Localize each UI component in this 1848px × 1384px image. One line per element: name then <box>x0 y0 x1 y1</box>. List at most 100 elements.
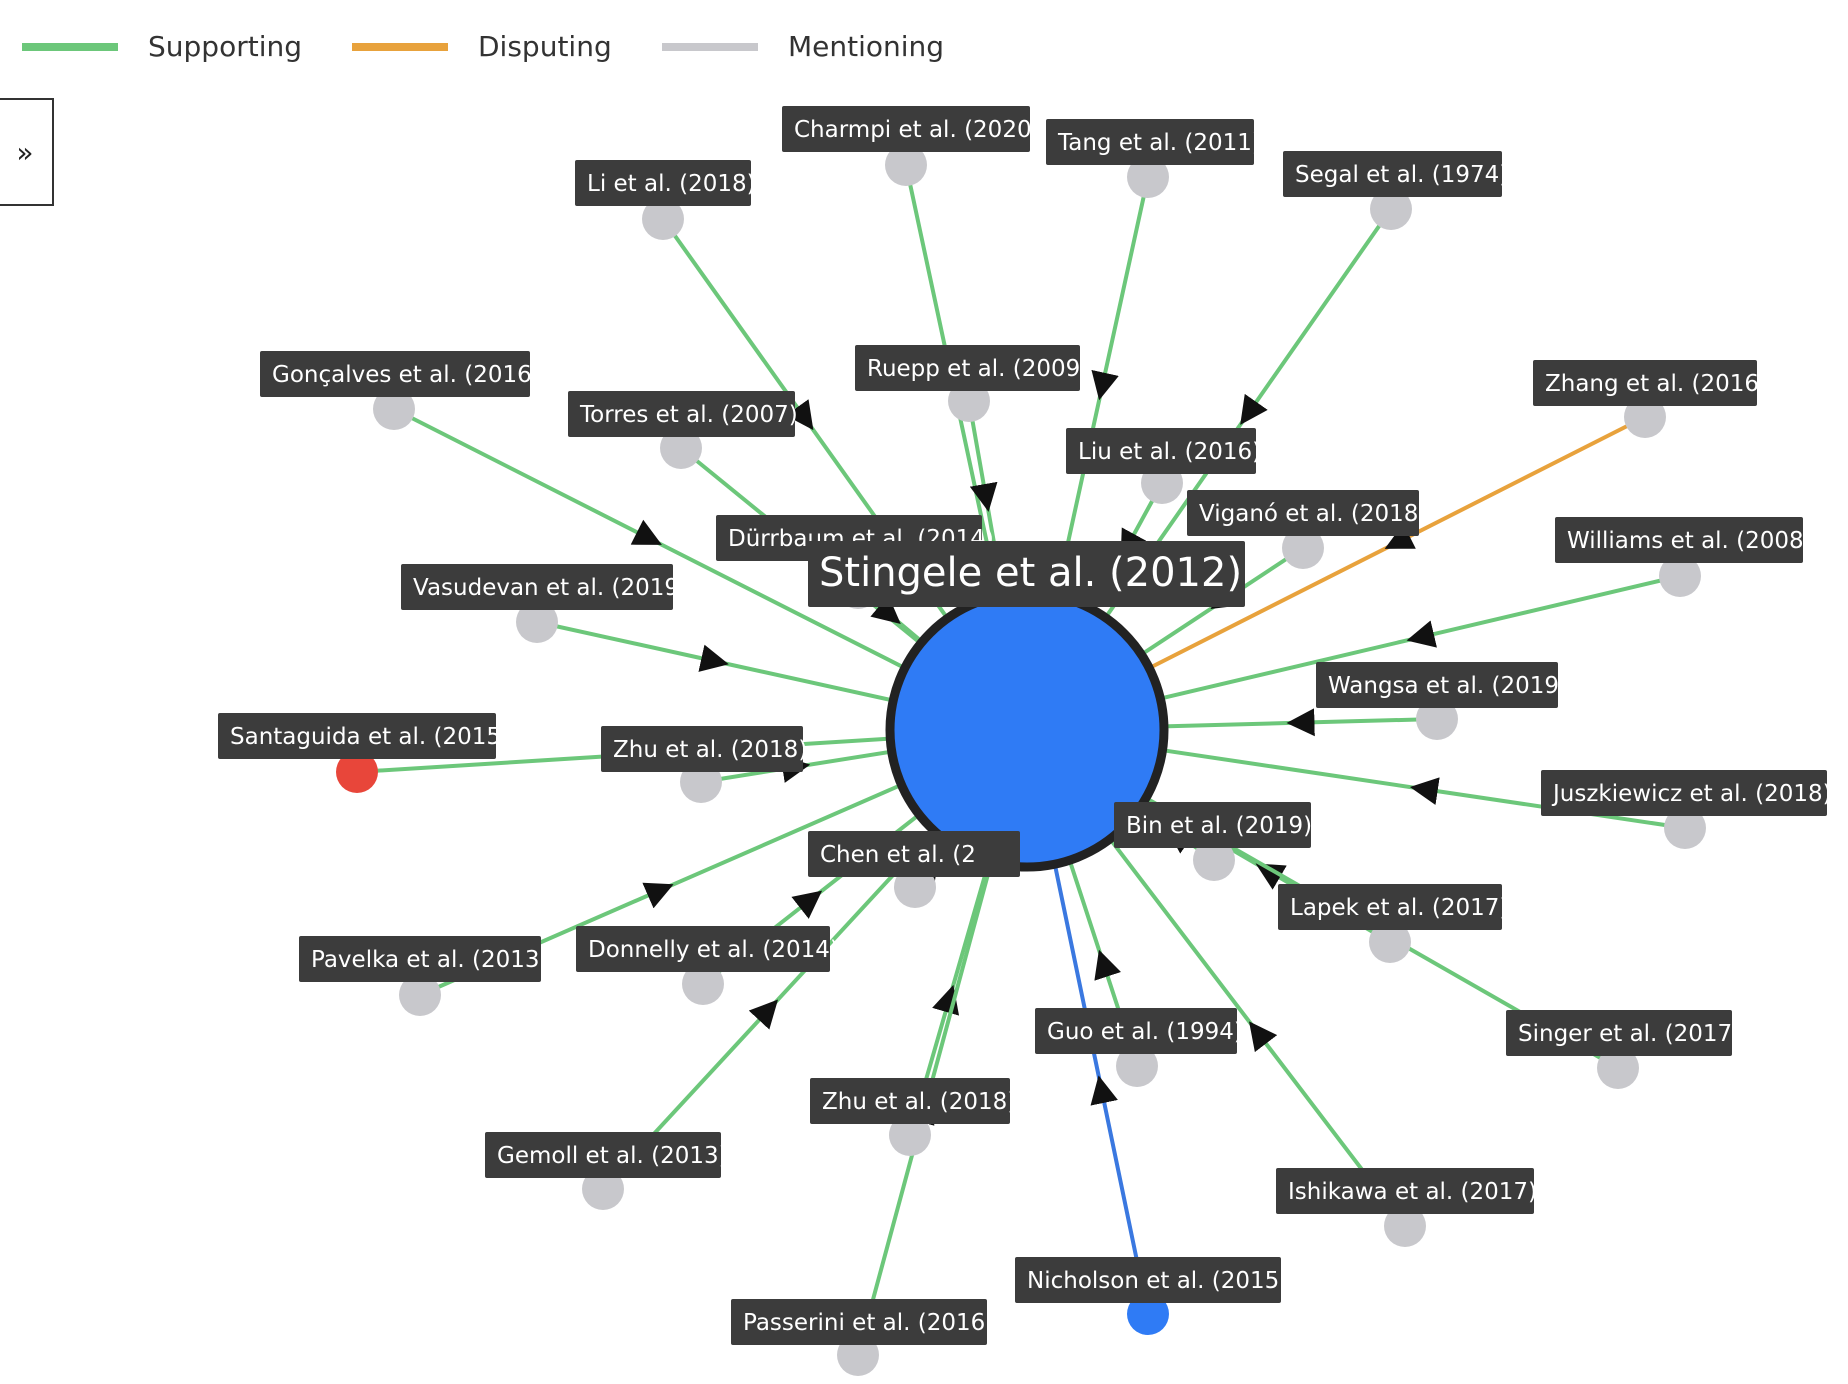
node-wangsa2019[interactable] <box>1416 698 1458 740</box>
node-label-segal1974[interactable]: Segal et al. (1974) <box>1283 151 1508 197</box>
node-label-guo1994[interactable]: Guo et al. (1994) <box>1035 1008 1243 1054</box>
node-label-ishikawa2017[interactable]: Ishikawa et al. (2017) <box>1276 1168 1537 1214</box>
node-singer2017[interactable] <box>1597 1047 1639 1089</box>
node-vasudevan2019[interactable] <box>516 601 558 643</box>
node-label-ruepp2009[interactable]: Ruepp et al. (2009) <box>855 345 1089 391</box>
node-label-goncalves2016[interactable]: Gonçalves et al. (2016) <box>260 351 541 397</box>
node-label-vigano2018[interactable]: Viganó et al. (2018) <box>1187 490 1427 536</box>
node-label-text: Zhu et al. (2018) <box>613 737 807 763</box>
node-label-text: Wangsa et al. (2019) <box>1328 673 1568 699</box>
node-label-text: Segal et al. (1974) <box>1295 162 1508 188</box>
node-label-nicholson2015[interactable]: Nicholson et al. (2015) <box>1015 1257 1288 1303</box>
node-label-bg <box>601 726 803 772</box>
node-label-lapek2017[interactable]: Lapek et al. (2017) <box>1278 884 1508 930</box>
legend-label-mentioning: Mentioning <box>788 30 945 63</box>
node-label-zhu2018b[interactable]: Zhu et al. (2018) <box>810 1078 1016 1124</box>
node-guo1994[interactable] <box>1116 1045 1158 1087</box>
node-label-text: Nicholson et al. (2015) <box>1027 1268 1288 1294</box>
node-label-santaguida2015[interactable]: Santaguida et al. (2015) <box>218 713 510 759</box>
node-label-bin2019[interactable]: Bin et al. (2019) <box>1114 802 1312 848</box>
node-label-tang2011[interactable]: Tang et al. (2011) <box>1046 119 1261 165</box>
node-goncalves2016[interactable] <box>373 388 415 430</box>
node-lapek2017[interactable] <box>1369 921 1411 963</box>
node-label-li2018[interactable]: Li et al. (2018) <box>575 160 756 206</box>
node-label-text: Singer et al. (2017) <box>1518 1021 1741 1047</box>
node-label-bg <box>575 160 751 206</box>
legend-swatch-mentioning <box>662 42 758 51</box>
node-williams2008[interactable] <box>1659 555 1701 597</box>
node-label-bg <box>1187 490 1419 536</box>
node-label-zhu2018a[interactable]: Zhu et al. (2018) <box>601 726 807 772</box>
node-label-text: Gemoll et al. (2013) <box>497 1143 728 1169</box>
node-gemoll2013[interactable] <box>582 1168 624 1210</box>
node-label-singer2017[interactable]: Singer et al. (2017) <box>1506 1010 1741 1056</box>
node-label-text: Vasudevan et al. (2019) <box>413 575 688 601</box>
node-label-text: Passerini et al. (2016) <box>743 1310 994 1336</box>
node-label-torres2007[interactable]: Torres et al. (2007) <box>568 391 798 437</box>
node-label-text: Guo et al. (1994) <box>1047 1019 1243 1045</box>
center-label-bg <box>808 541 1245 607</box>
node-label-bg <box>855 345 1080 391</box>
node-label-text: Donnelly et al. (2014) <box>588 937 839 963</box>
legend-item-supporting[interactable]: Supporting <box>22 30 302 63</box>
node-segal1974[interactable] <box>1370 188 1412 230</box>
expand-panel-button[interactable]: » <box>0 98 54 206</box>
node-label-bg <box>568 391 795 437</box>
node-label-passerini2016[interactable]: Passerini et al. (2016) <box>731 1299 994 1345</box>
legend-item-disputing[interactable]: Disputing <box>352 30 612 63</box>
node-label-williams2008[interactable]: Williams et al. (2008) <box>1555 517 1813 563</box>
edge-gemoll2013 <box>601 829 936 1191</box>
node-label-liu2016[interactable]: Liu et al. (2016) <box>1066 428 1261 474</box>
node-santaguida2015[interactable] <box>336 751 378 793</box>
legend-label-disputing: Disputing <box>478 30 612 63</box>
node-ishikawa2017[interactable] <box>1384 1205 1426 1247</box>
center-node-label: Stingele et al. (2012) <box>808 541 1245 607</box>
node-zhang2016[interactable] <box>1624 396 1666 438</box>
node-label-text: Ruepp et al. (2009) <box>867 356 1089 382</box>
node-label-bg <box>1046 119 1254 165</box>
node-tang2011[interactable] <box>1127 156 1169 198</box>
edge-zhang2016 <box>1148 415 1646 670</box>
edge-wangsa2019 <box>1163 708 1438 737</box>
node-label-zhang2016[interactable]: Zhang et al. (2016) <box>1533 360 1768 406</box>
node-label-donnelly2014[interactable]: Donnelly et al. (2014) <box>576 926 839 972</box>
legend-item-mentioning[interactable]: Mentioning <box>662 30 944 63</box>
node-label-vasudevan2019[interactable]: Vasudevan et al. (2019) <box>401 564 688 610</box>
node-label-bg <box>1316 662 1558 708</box>
node-label-text: Zhu et al. (2018) <box>822 1089 1016 1115</box>
node-charmpi2020[interactable] <box>885 144 927 186</box>
node-label-text: Ishikawa et al. (2017) <box>1288 1179 1537 1205</box>
node-label-bg <box>1555 517 1803 563</box>
node-label-bg <box>401 564 673 610</box>
edge-goncalves2016 <box>393 407 906 670</box>
node-label-bg <box>1278 884 1502 930</box>
node-label-text: Pavelka et al. (2013) <box>311 947 548 973</box>
node-torres2007[interactable] <box>660 427 702 469</box>
node-donnelly2014[interactable] <box>682 963 724 1005</box>
node-label-charmpi2020[interactable]: Charmpi et al. (2020) <box>782 106 1041 152</box>
node-label-pavelka2013[interactable]: Pavelka et al. (2013) <box>299 936 548 982</box>
edge-ishikawa2017 <box>1108 837 1407 1228</box>
node-label-bg <box>1506 1010 1732 1056</box>
node-label-juszkiewicz2018[interactable]: Juszkiewicz et al. (2018) <box>1541 770 1832 816</box>
node-label-bg <box>1114 802 1311 848</box>
node-zhu2018b[interactable] <box>889 1114 931 1156</box>
node-bin2019[interactable] <box>1193 839 1235 881</box>
node-vigano2018[interactable] <box>1282 527 1324 569</box>
node-label-bg <box>1035 1008 1237 1054</box>
node-label-chen[interactable]: Chen et al. (2 <box>808 831 1020 877</box>
node-juszkiewicz2018[interactable] <box>1664 807 1706 849</box>
node-label-text: Tang et al. (2011) <box>1057 130 1261 156</box>
edge-nicholson2015 <box>1052 863 1150 1315</box>
legend: Supporting Disputing Mentioning <box>0 0 1100 100</box>
edge-vasudevan2019 <box>536 620 894 703</box>
node-label-wangsa2019[interactable]: Wangsa et al. (2019) <box>1316 662 1568 708</box>
node-label-text: Juszkiewicz et al. (2018) <box>1551 781 1832 807</box>
node-li2018[interactable] <box>642 198 684 240</box>
node-label-text: Chen et al. (2 <box>820 842 976 868</box>
node-label-text: Li et al. (2018) <box>587 171 756 197</box>
node-pavelka2013[interactable] <box>399 974 441 1016</box>
node-nicholson2015[interactable] <box>1127 1293 1169 1335</box>
node-label-gemoll2013[interactable]: Gemoll et al. (2013) <box>485 1132 728 1178</box>
